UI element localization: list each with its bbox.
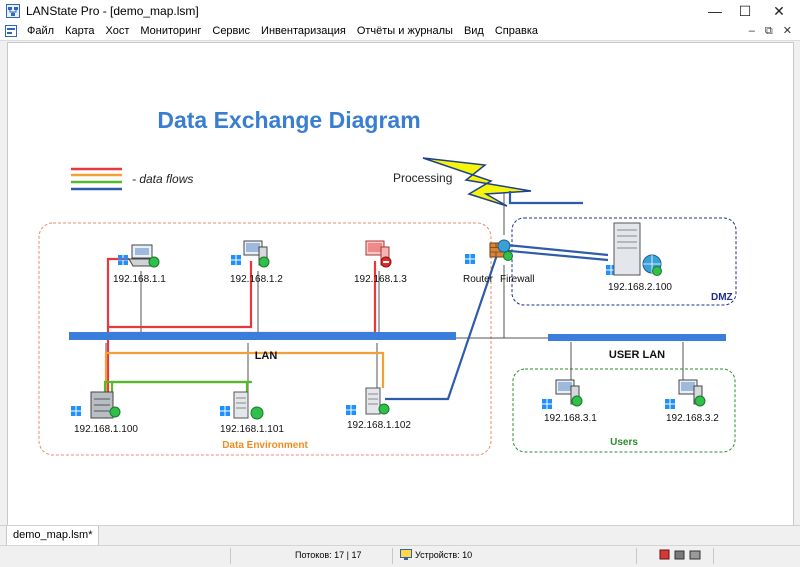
host-label: 192.168.1.3 [354, 274, 407, 285]
host-label: 192.168.2.100 [608, 282, 672, 293]
server-icon [613, 222, 641, 276]
menu-items: Файл Карта Хост Мониторинг Сервис Инвент… [27, 22, 538, 40]
data-environment-zone [38, 222, 492, 456]
tab-demo-map[interactable]: demo_map.lsm* [6, 526, 100, 546]
menu-help[interactable]: Справка [494, 25, 539, 37]
firewall-label: Firewall [500, 274, 534, 285]
menu-view[interactable]: Вид [463, 25, 484, 37]
status-devices: Устройств: 10 [415, 550, 473, 560]
user-lan-label: USER LAN [609, 349, 665, 361]
windows-icon [220, 406, 230, 416]
mdi-restore-button[interactable]: ⧉ [764, 25, 773, 37]
router-label: Router [463, 274, 494, 285]
gray-connectors [105, 193, 684, 393]
status-online-icon [378, 403, 390, 415]
mdi-buttons: – ⧉ ✕ [749, 22, 792, 40]
menu-map[interactable]: Карта [65, 25, 95, 37]
windows-icon [665, 399, 675, 409]
host-label: 192.168.1.100 [74, 424, 138, 435]
status-bar: Потоков: 17 | 17 Устройств: 10 [0, 545, 800, 567]
host-192-168-1-100[interactable]: 192.168.1.100 [71, 391, 138, 435]
menu-bar: Файл Карта Хост Мониторинг Сервис Инвент… [0, 22, 800, 41]
menu-service[interactable]: Сервис [212, 25, 251, 37]
title-bar: LANState Pro - [demo_map.lsm] — ☐ ✕ [0, 0, 800, 23]
status-separator [392, 548, 393, 564]
server-icon [365, 387, 381, 415]
menu-host[interactable]: Хост [105, 25, 130, 37]
status-online-icon [503, 251, 513, 261]
lan-label: LAN [255, 350, 278, 362]
document-tabs: demo_map.lsm* [0, 525, 800, 546]
host-192-168-1-102[interactable]: 192.168.1.102 [346, 387, 411, 431]
user-lan-bus [548, 334, 726, 341]
users-zone [512, 368, 736, 453]
menu-inventory[interactable]: Инвентаризация [261, 25, 346, 37]
host-label: 192.168.1.1 [113, 274, 166, 285]
status-separator [230, 548, 231, 564]
menu-monitoring[interactable]: Мониторинг [140, 25, 202, 37]
lanstate-app-icon [6, 4, 20, 18]
globe-icon [497, 239, 511, 253]
host-192-168-1-3[interactable]: 192.168.1.3 [354, 240, 407, 285]
dmz-label: DMZ [711, 292, 733, 303]
host-label: 192.168.1.2 [230, 274, 283, 285]
menu-file[interactable]: Файл [27, 25, 55, 37]
network-device-icon [674, 550, 685, 560]
server-icon [233, 391, 249, 419]
host-192-168-1-2[interactable]: 192.168.1.2 [230, 240, 283, 285]
windows-icon [71, 406, 81, 416]
windows-icon [465, 254, 475, 264]
data-environment-label: Data Environment [222, 440, 308, 451]
alert-device-icon [659, 549, 670, 560]
diagram-title: Data Exchange Diagram [157, 107, 420, 133]
document-icon[interactable] [5, 25, 17, 37]
dmz-zone [511, 217, 737, 306]
router-firewall[interactable]: Router Firewall [463, 239, 534, 285]
status-online-icon [250, 406, 264, 420]
monitor-icon [400, 549, 412, 560]
server-device-icon [689, 550, 701, 560]
windows-icon [346, 405, 356, 415]
windows-icon [231, 255, 241, 265]
host-192-168-1-1[interactable]: 192.168.1.1 [113, 244, 166, 285]
host-192-168-2-100[interactable]: 192.168.2.100 [606, 222, 672, 293]
lan-bus [69, 332, 456, 340]
status-separator [713, 548, 714, 564]
status-online-icon [571, 395, 583, 407]
legend-text: - data flows [132, 172, 193, 186]
status-device-icons [659, 549, 701, 560]
processing-label: Processing [393, 171, 452, 185]
maximize-button[interactable]: ☐ [738, 3, 752, 19]
host-192-168-3-1[interactable]: 192.168.3.1 [542, 379, 597, 424]
network-diagram[interactable]: Data Exchange Diagram - data flows Proce… [8, 43, 793, 525]
lightning-icon [422, 157, 532, 207]
menu-reports[interactable]: Отчёты и журналы [356, 25, 453, 37]
windows-icon [542, 399, 552, 409]
minimize-button[interactable]: — [708, 3, 722, 19]
status-online-icon [652, 266, 662, 276]
status-flows: Потоков: 17 | 17 [295, 550, 362, 560]
host-192-168-3-2[interactable]: 192.168.3.2 [665, 379, 719, 424]
status-online-icon [148, 256, 160, 268]
host-label: 192.168.1.101 [220, 424, 284, 435]
map-canvas[interactable]: Data Exchange Diagram - data flows Proce… [7, 42, 794, 526]
legend-lines [71, 167, 122, 191]
status-online-icon [694, 395, 706, 407]
status-separator [636, 548, 637, 564]
host-label: 192.168.3.2 [666, 413, 719, 424]
mdi-close-button[interactable]: ✕ [782, 25, 792, 37]
mdi-minimize-button[interactable]: – [748, 25, 755, 37]
status-online-icon [258, 256, 270, 268]
close-button[interactable]: ✕ [773, 3, 785, 19]
host-label: 192.168.1.102 [347, 420, 411, 431]
host-192-168-1-101[interactable]: 192.168.1.101 [220, 391, 284, 435]
users-label: Users [610, 437, 638, 448]
status-online-icon [109, 406, 121, 418]
window-title: LANState Pro - [demo_map.lsm] [26, 4, 199, 18]
host-label: 192.168.3.1 [544, 413, 597, 424]
